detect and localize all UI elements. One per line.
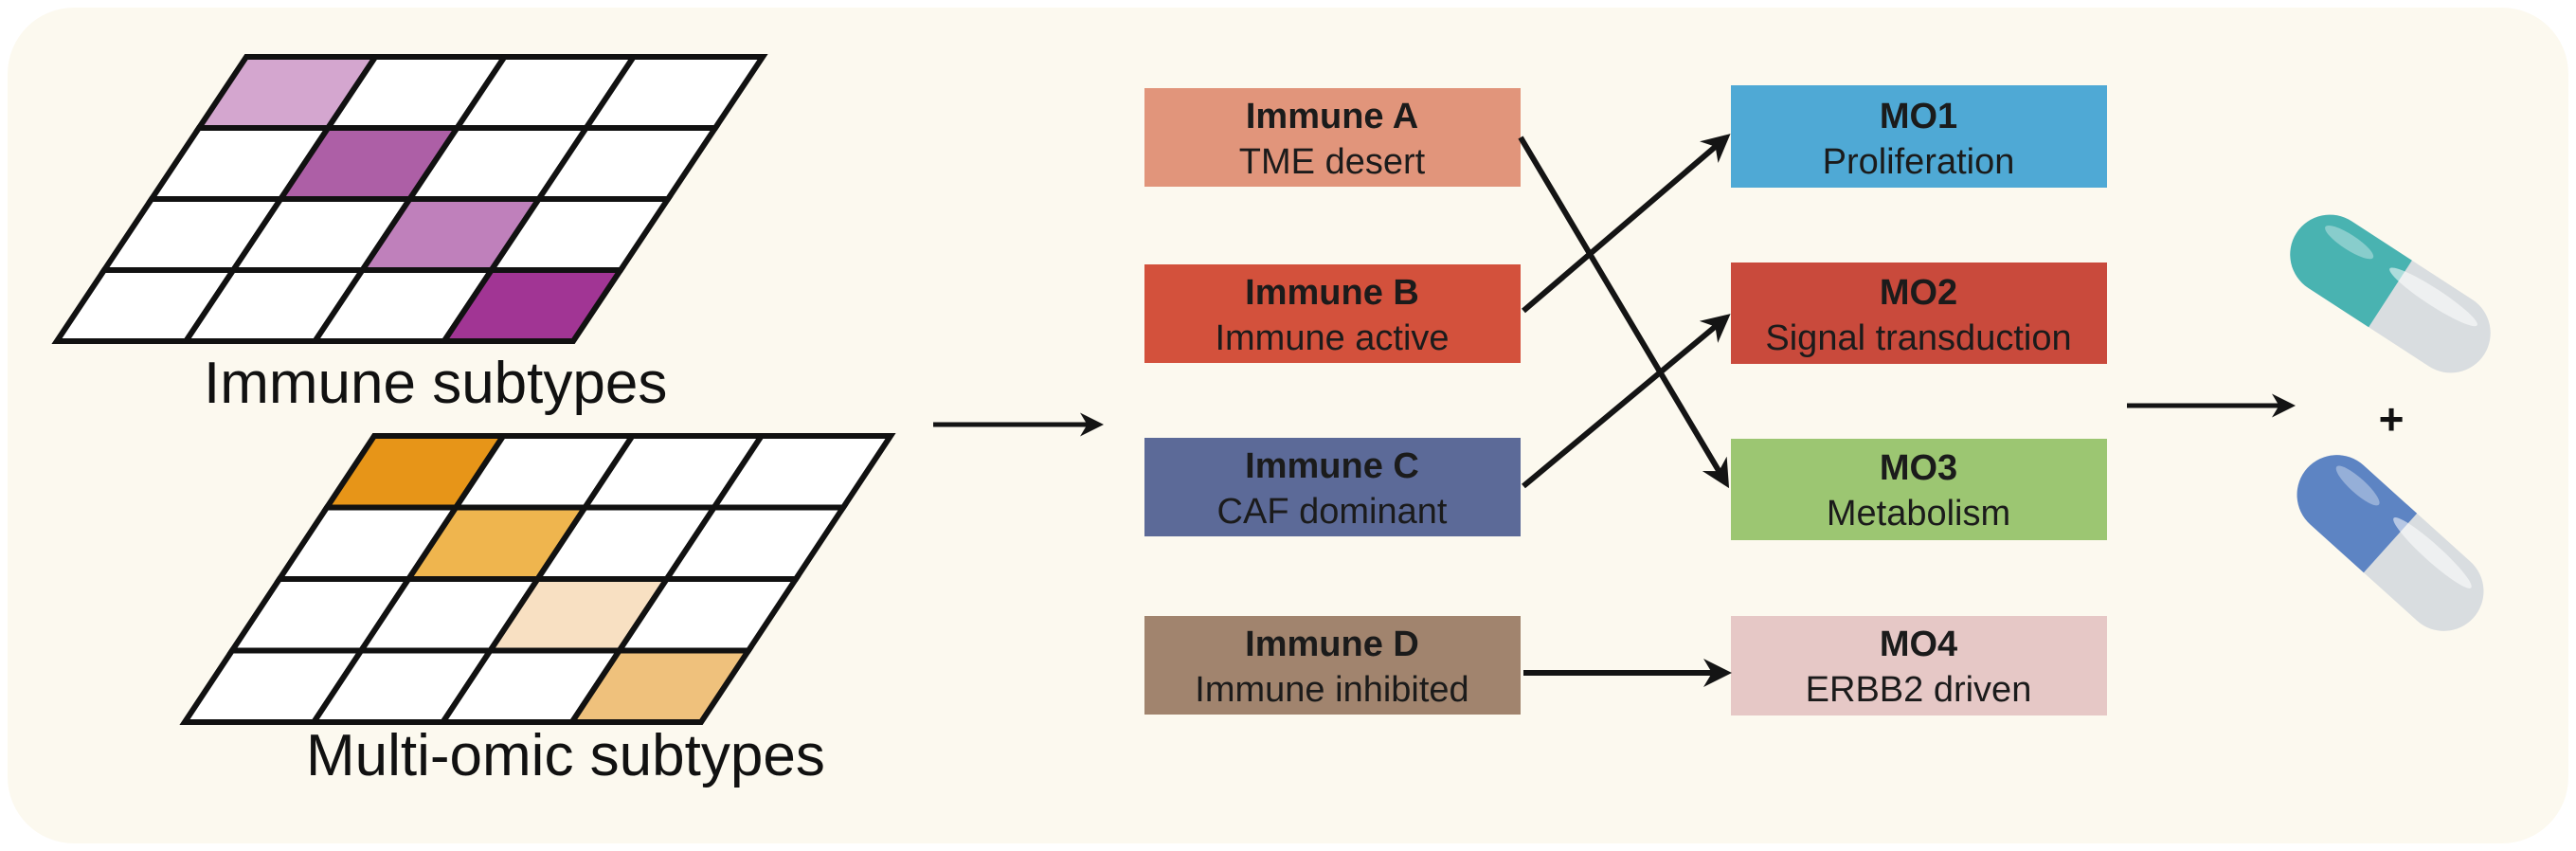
immune-box-a: Immune A TME desert bbox=[1144, 88, 1521, 187]
mo-box-4: MO4 ERBB2 driven bbox=[1731, 616, 2107, 715]
blue-capsule-icon bbox=[2297, 455, 2484, 631]
multiomic-subtypes-grid bbox=[179, 433, 896, 725]
immune-grid-highlight-cell bbox=[439, 267, 626, 344]
immune-box-d: Immune D Immune inhibited bbox=[1144, 616, 1521, 715]
mo-box-1: MO1 Proliferation bbox=[1731, 85, 2107, 188]
immune-box-b-title: Immune B bbox=[1245, 273, 1419, 313]
immune-box-c: Immune C CAF dominant bbox=[1144, 438, 1521, 536]
immune-box-c-title: Immune C bbox=[1245, 446, 1419, 486]
immune-box-d-title: Immune D bbox=[1245, 625, 1419, 664]
mo-box-3-title: MO3 bbox=[1880, 448, 1957, 488]
mo-box-2-title: MO2 bbox=[1880, 273, 1957, 313]
immune-box-a-title: Immune A bbox=[1246, 97, 1418, 136]
mo-box-2: MO2 Signal transduction bbox=[1731, 263, 2107, 364]
immune-box-a-subtitle: TME desert bbox=[1239, 142, 1426, 182]
mo-box-1-title: MO1 bbox=[1880, 97, 1957, 136]
immune-subtypes-label: Immune subtypes bbox=[204, 351, 667, 416]
immune-box-d-subtitle: Immune inhibited bbox=[1195, 670, 1468, 710]
immune-box-b: Immune B Immune active bbox=[1144, 264, 1521, 363]
mo-box-3-subtitle: Metabolism bbox=[1827, 494, 2010, 534]
immune-box-b-subtitle: Immune active bbox=[1215, 318, 1449, 358]
arrow-immune-a-to-mo3 bbox=[1518, 136, 1730, 489]
teal-capsule-icon bbox=[2290, 214, 2491, 373]
immune-box-c-subtitle: CAF dominant bbox=[1217, 492, 1448, 532]
arrow-immune-b-to-mo1 bbox=[1522, 134, 1731, 314]
mo-box-2-subtitle: Signal transduction bbox=[1765, 318, 2071, 358]
mo-box-3: MO3 Metabolism bbox=[1731, 439, 2107, 540]
multiomic-subtypes-label: Multi-omic subtypes bbox=[306, 723, 825, 788]
multiomic-grid-highlight-cell bbox=[567, 647, 754, 725]
arrow-immune-c-to-mo2 bbox=[1522, 314, 1731, 489]
mo-box-4-title: MO4 bbox=[1880, 625, 1957, 664]
mo-box-4-subtitle: ERBB2 driven bbox=[1806, 670, 2032, 710]
plus-sign: + bbox=[2379, 394, 2405, 444]
mo-box-1-subtitle: Proliferation bbox=[1823, 142, 2015, 182]
immune-subtypes-grid bbox=[51, 54, 768, 344]
